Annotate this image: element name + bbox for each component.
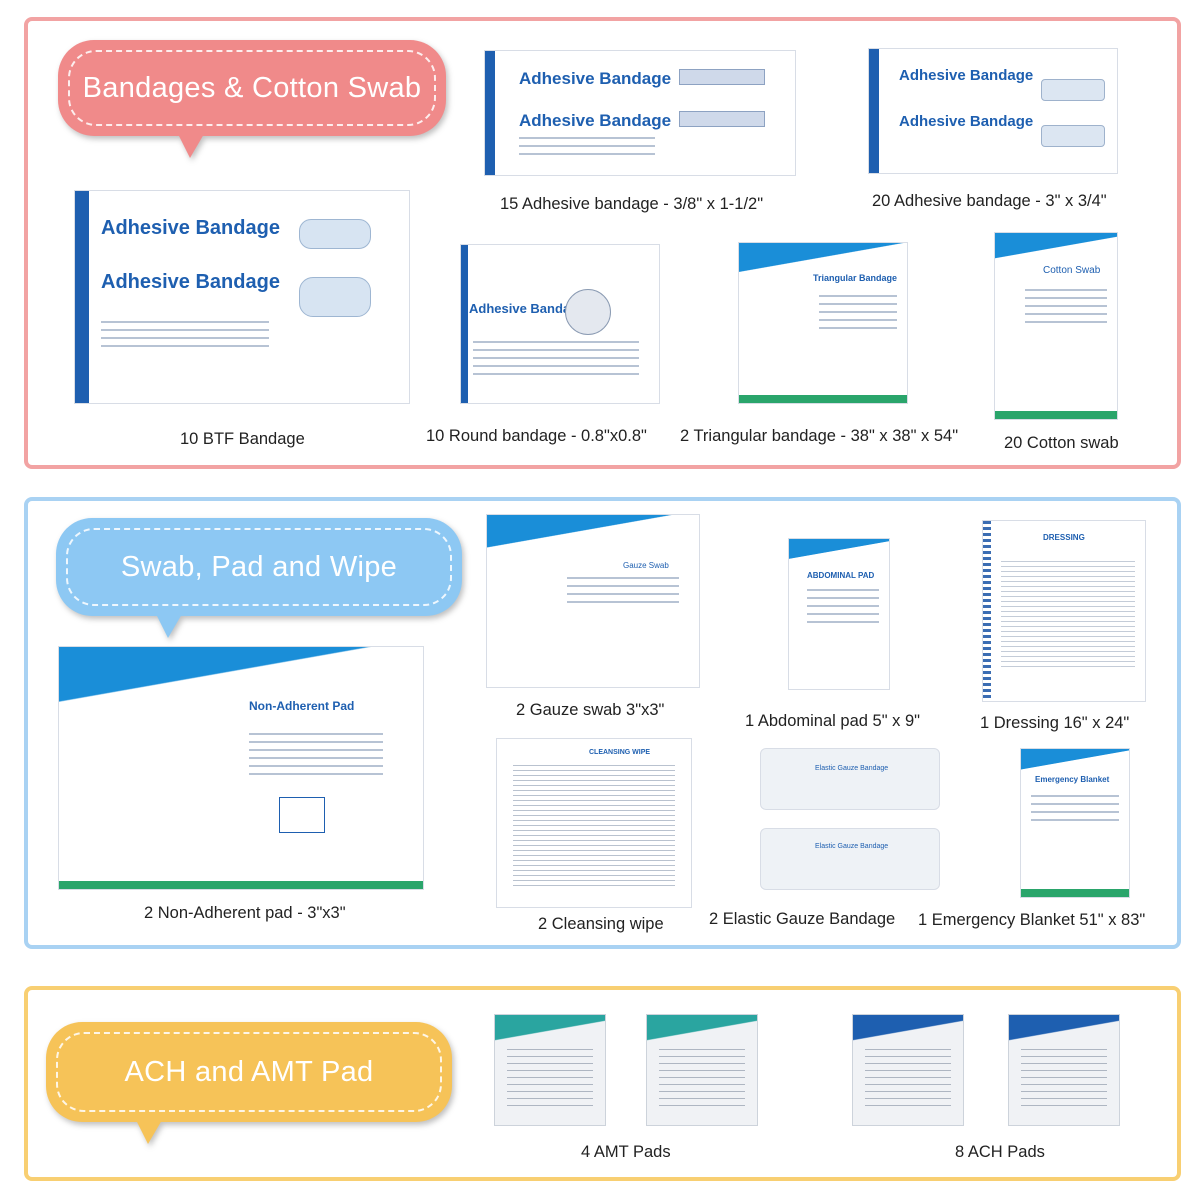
elastic-gauze-bandage-package: Elastic Gauze Bandage: [760, 828, 940, 890]
elastic-gauze-bandage-package: Elastic Gauze Bandage: [760, 748, 940, 810]
item-caption: 2 Non-Adherent pad - 3"x3": [144, 904, 346, 922]
dressing-package: DRESSING: [982, 520, 1146, 702]
adhesive-bandage-package: Adhesive Bandage Adhesive Bandage: [868, 48, 1118, 174]
cotton-swab-package: Cotton Swab: [994, 232, 1118, 420]
butterfly-bandage-icon: [299, 219, 371, 249]
ach-pad-packet: [1008, 1014, 1120, 1126]
bandage-strip-icon: [679, 69, 765, 85]
item-caption: 10 BTF Bandage: [180, 430, 305, 448]
non-adherent-pad-package: Non-Adherent Pad: [58, 646, 424, 890]
bandage-strip-icon: [1041, 125, 1105, 147]
gauze-swab-package: Gauze Swab: [486, 514, 700, 688]
bandage-strip-icon: [1041, 79, 1105, 101]
item-caption: 2 Cleansing wipe: [538, 915, 664, 933]
adhesive-bandage-package: Adhesive Bandage Adhesive Bandage: [484, 50, 796, 176]
abdominal-pad-package: ABDOMINAL PAD: [788, 538, 890, 690]
btf-bandage-package: Adhesive Bandage Adhesive Bandage: [74, 190, 410, 404]
section-title-bandages: Bandages & Cotton Swab: [58, 40, 446, 158]
item-caption: 20 Adhesive bandage - 3" x 3/4": [872, 192, 1107, 210]
cleansing-wipe-package: CLEANSING WIPE: [496, 738, 692, 908]
item-caption: 1 Dressing 16" x 24": [980, 714, 1130, 732]
item-caption: 15 Adhesive bandage - 3/8" x 1-1/2": [500, 195, 764, 213]
round-bandage-icon: [565, 289, 611, 335]
item-caption: 1 Abdominal pad 5" x 9": [745, 712, 920, 730]
amt-pad-packet: [494, 1014, 606, 1126]
item-caption: 2 Gauze swab 3"x3": [516, 701, 665, 719]
item-caption: 8 ACH Pads: [955, 1143, 1045, 1161]
triangular-bandage-package: Triangular Bandage: [738, 242, 908, 404]
round-bandage-package: Adhesive Bandage: [460, 244, 660, 404]
item-caption: 2 Triangular bandage - 38" x 38" x 54": [680, 427, 959, 445]
item-caption: 2 Elastic Gauze Bandage: [709, 910, 896, 928]
section-title-swab-pad-wipe: Swab, Pad and Wipe: [56, 518, 462, 638]
butterfly-bandage-icon: [299, 277, 371, 317]
pad-icon: [279, 797, 325, 833]
item-caption: 20 Cotton swab: [1004, 434, 1119, 452]
emergency-blanket-package: Emergency Blanket: [1020, 748, 1130, 898]
bandage-strip-icon: [679, 111, 765, 127]
amt-pad-packet: [646, 1014, 758, 1126]
item-caption: 4 AMT Pads: [581, 1143, 671, 1161]
section-title-ach-amt: ACH and AMT Pad: [46, 1022, 452, 1144]
ach-pad-packet: [852, 1014, 964, 1126]
item-caption: 1 Emergency Blanket 51" x 83": [918, 911, 1146, 929]
item-caption: 10 Round bandage - 0.8"x0.8": [426, 427, 647, 445]
